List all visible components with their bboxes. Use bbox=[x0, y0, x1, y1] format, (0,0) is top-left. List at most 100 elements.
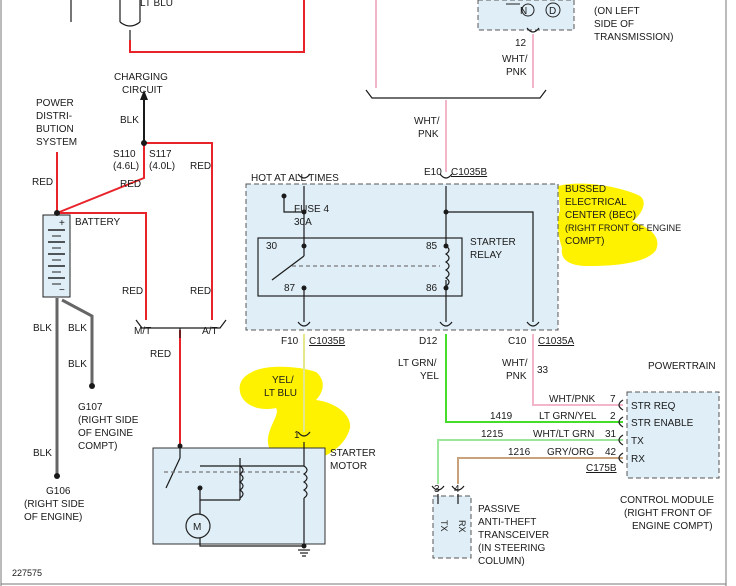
label-pin-2: 2 bbox=[610, 411, 616, 422]
label-c1035a: C1035A bbox=[538, 336, 574, 347]
label-bec-3: CENTER (BEC) bbox=[565, 210, 636, 221]
label-wht-pnk-top-1: WHT/ bbox=[502, 54, 528, 65]
label-bec-2: ELECTRICAL bbox=[565, 197, 627, 208]
label-yel-ltblu-1: YEL/ bbox=[272, 375, 294, 386]
label-pdc-4: SYSTEM bbox=[36, 137, 77, 148]
svg-text:−: − bbox=[59, 285, 65, 296]
label-bec-4: (RIGHT FRONT OF ENGINE bbox=[565, 223, 681, 233]
label-s110: S110 bbox=[113, 149, 136, 160]
yel-ltblu-highlight bbox=[239, 366, 351, 463]
label-pats-5: COLUMN) bbox=[478, 556, 525, 567]
label-s117: S117 bbox=[149, 149, 172, 160]
signal-wires bbox=[303, 334, 623, 484]
label-blk-b: BLK bbox=[68, 323, 87, 334]
label-wire-ltgrn-yel: LT GRN/YEL bbox=[539, 411, 597, 422]
label-pats-tx: TX bbox=[439, 520, 449, 532]
motor-icon bbox=[185, 513, 211, 539]
label-n: N bbox=[520, 6, 527, 17]
label-red-c: RED bbox=[190, 161, 211, 172]
label-yel-ltblu-2: LT BLU bbox=[264, 388, 297, 399]
label-lt-grn-yel-2: YEL bbox=[420, 371, 439, 382]
label-circuit-1215: 1215 bbox=[481, 429, 504, 440]
label-g107-3: OF ENGINE bbox=[78, 428, 133, 439]
n-circle-icon bbox=[521, 3, 535, 17]
label-red-a: RED bbox=[32, 177, 53, 188]
label-starter-motor-1: STARTER bbox=[330, 448, 376, 459]
label-g106-2: (RIGHT SIDE bbox=[24, 499, 85, 510]
label-wht-pnk-low-1: WHT/ bbox=[502, 358, 528, 369]
label-pats-2: ANTI-THEFT bbox=[478, 517, 536, 528]
label-pdc-1: POWER bbox=[36, 98, 74, 109]
bec-highlight bbox=[557, 183, 658, 266]
label-pin-42: 42 bbox=[605, 447, 617, 458]
label-pin-12: 12 bbox=[515, 38, 527, 49]
label-str-req: STR REQ bbox=[631, 401, 676, 412]
label-relay-87: 87 bbox=[284, 283, 296, 294]
label-wht-pnk-top-2: PNK bbox=[506, 67, 527, 78]
label-battery: BATTERY bbox=[75, 217, 121, 228]
label-starter-relay-2: RELAY bbox=[470, 250, 502, 261]
label-c175b: C175B bbox=[586, 463, 617, 474]
label-g107-4: COMPT) bbox=[78, 441, 117, 452]
internal-wiring bbox=[119, 0, 624, 557]
label-on-left-2: SIDE OF bbox=[594, 19, 634, 30]
label-red-b: RED bbox=[120, 179, 141, 190]
label-c10: C10 bbox=[508, 336, 527, 347]
pats-box bbox=[432, 495, 472, 559]
label-c1035b-top: C1035B bbox=[451, 167, 487, 178]
label-fuse-4: FUSE 4 bbox=[294, 204, 329, 215]
black-wires bbox=[55, 0, 145, 474]
label-pin-1: 1 bbox=[294, 430, 300, 441]
label-f10: F10 bbox=[281, 336, 299, 347]
label-lt-grn-yel-1: LT GRN/ bbox=[398, 358, 437, 369]
label-bec-5: COMPT) bbox=[565, 236, 604, 247]
splice-dots bbox=[54, 140, 449, 549]
label-red-f: RED bbox=[150, 349, 171, 360]
label-hot-at-all-times: HOT AT ALL TIMES bbox=[251, 173, 339, 184]
label-red-d: RED bbox=[122, 286, 143, 297]
label-at: A/T bbox=[202, 326, 218, 337]
label-lt-blu-top: LT BLU bbox=[140, 0, 173, 9]
battery-symbol: + − bbox=[42, 214, 71, 298]
label-blk-charging: BLK bbox=[120, 115, 139, 126]
label-relay-86: 86 bbox=[426, 283, 438, 294]
label-mt: M/T bbox=[134, 326, 151, 337]
label-relay-85: 85 bbox=[426, 241, 438, 252]
g107-ground bbox=[89, 383, 95, 389]
label-pcm-2: CONTROL MODULE bbox=[620, 495, 714, 506]
charging-arrow-icon bbox=[140, 90, 148, 100]
starter-relay-box bbox=[257, 237, 463, 297]
label-bec-1: BUSSED bbox=[565, 184, 606, 195]
label-starter-relay-1: STARTER bbox=[470, 237, 516, 248]
label-g106-3: OF ENGINE) bbox=[24, 512, 82, 523]
red-wires bbox=[56, 0, 305, 446]
label-blk-a: BLK bbox=[33, 323, 52, 334]
label-pin-7: 7 bbox=[610, 394, 616, 405]
label-pats-3: TRANSCEIVER bbox=[478, 530, 549, 541]
label-wire-gry-org: GRY/ORG bbox=[547, 447, 594, 458]
g106-ground bbox=[54, 473, 60, 479]
label-g107-1: G107 bbox=[78, 402, 103, 413]
label-tx: TX bbox=[631, 436, 644, 447]
ground-symbols bbox=[54, 383, 95, 479]
label-pats-4: (IN STEERING bbox=[478, 543, 545, 554]
label-str-enable: STR ENABLE bbox=[631, 418, 694, 429]
label-wire-wht-ltgrn: WHT/LT GRN bbox=[533, 429, 594, 440]
label-charging-1: CHARGING bbox=[114, 72, 168, 83]
label-pats-1: PASSIVE bbox=[478, 504, 520, 515]
label-g107-2: (RIGHT SIDE bbox=[78, 415, 139, 426]
label-fuse-30a: 30A bbox=[294, 217, 312, 228]
text-labels: LT BLU N D (ON LEFT SIDE OF TRANSMISSION… bbox=[12, 0, 716, 578]
label-s117-eng: (4.0L) bbox=[149, 161, 175, 172]
label-wht-pnk-mid-2: PNK bbox=[418, 129, 439, 140]
starter-motor-box bbox=[152, 447, 326, 545]
svg-text:+: + bbox=[59, 218, 65, 229]
label-pcm-3: (RIGHT FRONT OF bbox=[624, 508, 712, 519]
label-pin-33: 33 bbox=[537, 365, 549, 376]
label-pin-4: 4 bbox=[454, 484, 460, 495]
label-starter-motor-2: MOTOR bbox=[330, 461, 367, 472]
label-pin-3: 3 bbox=[434, 484, 440, 495]
